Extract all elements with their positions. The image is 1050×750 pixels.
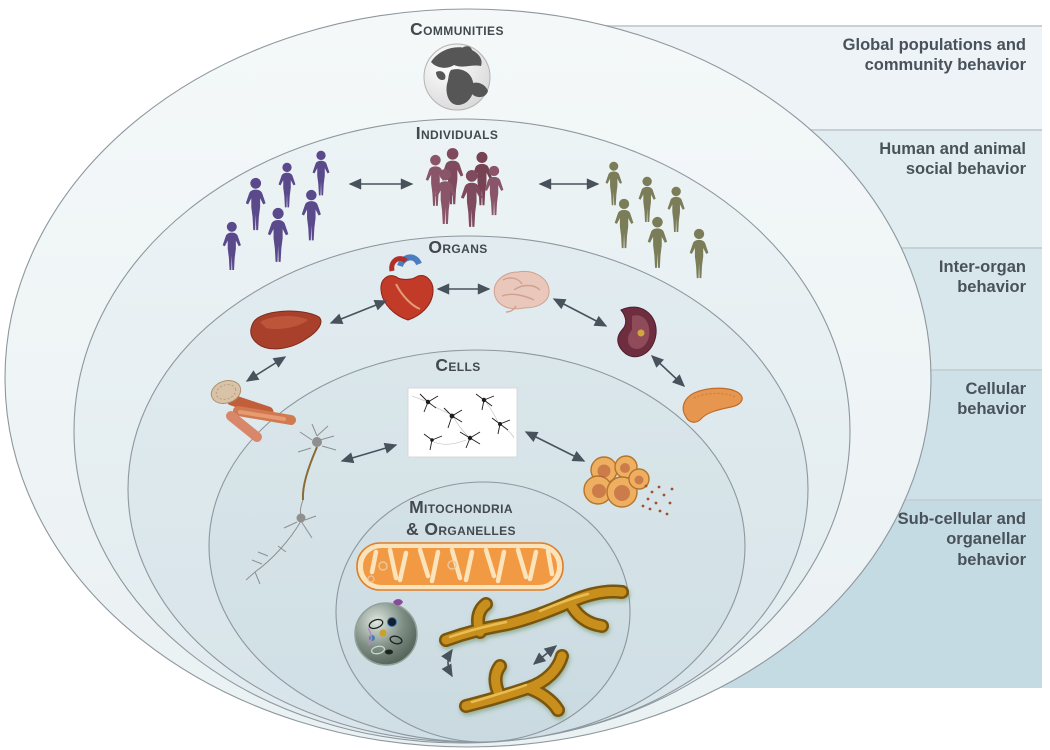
secreted-particles [641, 484, 674, 516]
arrow-network-fission-left [441, 648, 453, 678]
side-label-line: Cellular [965, 380, 1026, 398]
kidney-icon [617, 306, 657, 358]
globe-icon [423, 43, 491, 111]
brain-icon [493, 270, 550, 313]
liver-icon [250, 310, 322, 350]
arrow-network-fission-right [532, 645, 558, 665]
side-label-line: Human and animal [879, 140, 1026, 158]
ring-title-organs: Organs [428, 237, 487, 257]
ring-title-communities: Communities [410, 19, 504, 39]
cell-with-organelles-icon [354, 599, 418, 666]
histology-micrograph [407, 387, 518, 458]
pancreas-icon [682, 387, 743, 423]
side-label-line: community behavior [864, 56, 1026, 75]
side-label-line: Sub-cellular and [897, 510, 1026, 528]
arrow-liver-heart [329, 299, 388, 325]
arrow-neuron-micrograph [340, 442, 398, 464]
side-label-line: behavior [957, 550, 1026, 569]
muscle-icon [210, 380, 296, 442]
side-label-line: social behavior [905, 160, 1026, 179]
side-label-line: organellar [946, 530, 1026, 549]
neuron-icon [245, 423, 337, 585]
mitochondrion-icon [356, 542, 564, 591]
mitochondrial-network-icon [439, 584, 629, 717]
ring-title-mitochondria-line1: Mitochondria [409, 497, 513, 517]
side-label-line: Inter-organ [938, 258, 1026, 276]
side-label-line: Global populations and [842, 36, 1026, 54]
secreting-cell-cluster [583, 455, 674, 516]
side-label-line: behavior [957, 278, 1026, 297]
side-label-line: behavior [957, 400, 1026, 419]
ring-title-cells: Cells [435, 355, 480, 375]
arrow-kidney-pancreas [650, 355, 686, 387]
arrow-brain-kidney [552, 298, 608, 327]
ring-title-mitochondria-line2: & Organelles [406, 519, 516, 539]
heart-icon [380, 254, 434, 321]
ring-title-individuals: Individuals [416, 123, 499, 143]
arrow-muscle-liver [245, 356, 287, 382]
interaction-arrows [245, 178, 686, 678]
arrow-micrograph-cluster [524, 431, 586, 462]
